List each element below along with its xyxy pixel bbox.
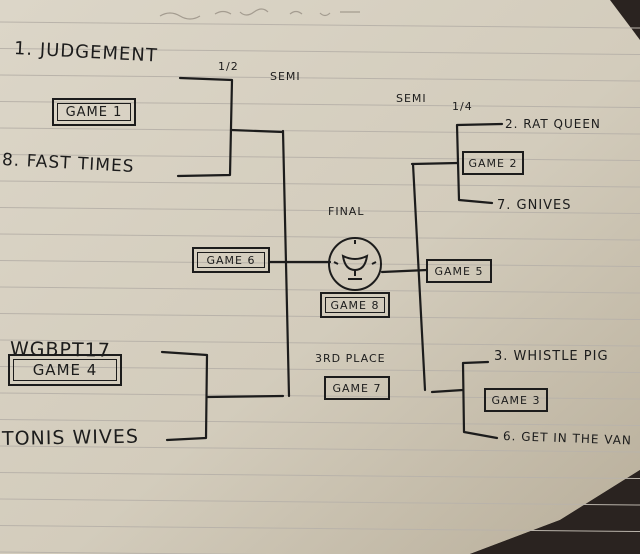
header-semi-left: SEMI [270, 70, 301, 83]
ruled-line [0, 525, 640, 532]
game-7-box: GAME 7 [324, 376, 390, 400]
game-1-box: GAME 1 [52, 98, 136, 126]
ruled-line [0, 472, 640, 479]
faint-scribble [159, 8, 360, 20]
ruled-line [0, 551, 267, 554]
ruled-line [0, 74, 640, 82]
ruled-line [0, 498, 640, 506]
ruled-line [0, 366, 640, 373]
header-quarter-right: 1/4 [452, 100, 473, 113]
ruled-line [0, 392, 640, 400]
ruled-lines [0, 21, 640, 554]
ruled-line [0, 233, 640, 241]
ruled-line [0, 260, 640, 267]
header-final: FINAL [328, 205, 365, 218]
ruled-line [0, 127, 640, 135]
ruled-line [0, 21, 640, 29]
game-5-box: GAME 5 [426, 259, 492, 283]
game-2-box: GAME 2 [462, 151, 524, 175]
game-3-box: GAME 3 [484, 388, 548, 412]
header-third-place: 3RD PLACE [315, 352, 386, 365]
bracket-lines [160, 76, 504, 442]
trophy-icon [328, 237, 382, 291]
header-semi-right: SEMI [396, 92, 427, 105]
ruled-line [0, 48, 640, 55]
ruled-line [0, 339, 640, 347]
ruled-line [0, 419, 640, 426]
table-shadow [470, 470, 640, 554]
ruled-line [0, 101, 640, 108]
header-half-left: 1/2 [218, 60, 239, 73]
team-rat-queen: 2. RAT QUEEN [505, 117, 601, 131]
ruled-line [0, 180, 640, 188]
team-whistle-pig: 3. WHISTLE PIG [494, 349, 609, 364]
ruled-line [0, 207, 640, 214]
game-6-box: GAME 6 [192, 247, 270, 273]
ruled-line [0, 154, 640, 161]
team-tonis-wives: TONIS WIVES [1, 425, 140, 450]
team-gnives: 7. GNIVES [497, 198, 572, 213]
game-4-box: GAME 4 [8, 354, 122, 386]
game-8-box: GAME 8 [320, 292, 390, 318]
ruled-line [0, 286, 640, 294]
ruled-line [0, 445, 640, 453]
